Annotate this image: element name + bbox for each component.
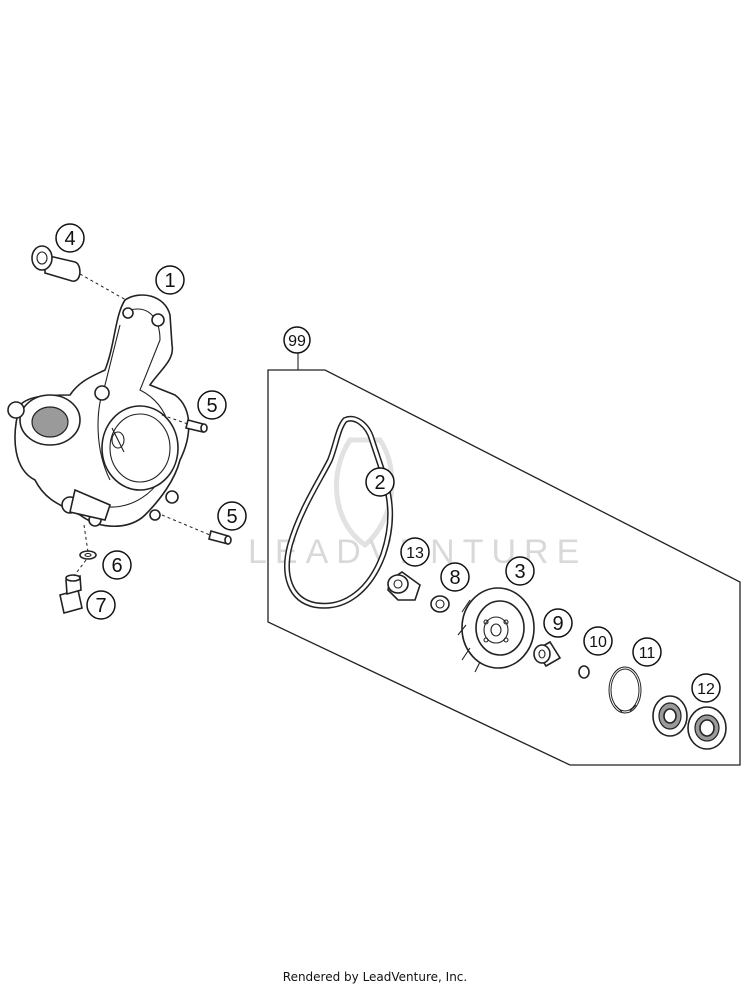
- o-ring: [578, 665, 590, 679]
- callout-12: 12: [691, 673, 721, 703]
- svg-text:6: 6: [111, 555, 122, 577]
- impeller: [457, 587, 535, 673]
- callout-7: 7: [86, 590, 116, 620]
- callout-4: 4: [55, 223, 85, 253]
- pump-cover: [7, 294, 190, 527]
- svg-text:99: 99: [288, 333, 306, 350]
- seal-washer: [79, 550, 97, 560]
- leader-7: [73, 559, 87, 577]
- svg-text:5: 5: [206, 395, 217, 417]
- svg-text:8: 8: [449, 567, 460, 589]
- svg-text:2: 2: [374, 472, 385, 494]
- callout-9: 9: [543, 608, 573, 638]
- bolt: [31, 245, 81, 282]
- callout-6: 6: [102, 550, 132, 580]
- svg-text:13: 13: [406, 545, 424, 562]
- callout-5-upper: 5: [197, 390, 227, 420]
- leader-4: [79, 273, 127, 301]
- ball-bearing-inner: [652, 695, 688, 737]
- svg-text:1: 1: [164, 270, 175, 292]
- callout-13: 13: [400, 537, 430, 567]
- svg-text:12: 12: [697, 681, 715, 698]
- callout-8: 8: [440, 562, 470, 592]
- dowel-pin-lower: [208, 529, 232, 546]
- callout-10: 10: [583, 626, 613, 656]
- callout-5-lower: 5: [217, 501, 247, 531]
- svg-text:3: 3: [514, 561, 525, 583]
- leader-5a: [161, 414, 189, 425]
- svg-text:9: 9: [552, 613, 563, 635]
- svg-text:4: 4: [64, 228, 75, 250]
- callout-99: 99: [283, 326, 311, 354]
- leader-6: [83, 524, 89, 553]
- dowel-pin-upper: [185, 419, 208, 434]
- footer-credit: Rendered by LeadVenture, Inc.: [282, 970, 468, 984]
- circlip: [608, 666, 642, 714]
- kit-outline: [267, 369, 741, 766]
- svg-text:10: 10: [589, 634, 607, 651]
- callout-1: 1: [155, 265, 185, 295]
- ball-bearing-outer: [687, 706, 727, 750]
- callout-11: 11: [632, 637, 662, 667]
- drain-screw: [59, 574, 83, 614]
- sleeve: [533, 640, 562, 668]
- callout-2: 2: [365, 467, 395, 497]
- svg-text:11: 11: [639, 645, 656, 662]
- svg-text:5: 5: [226, 506, 237, 528]
- bushing: [387, 571, 421, 601]
- leader-5b: [161, 514, 211, 536]
- shaft-seal: [430, 595, 450, 613]
- svg-text:7: 7: [95, 595, 106, 617]
- callout-3: 3: [505, 556, 535, 586]
